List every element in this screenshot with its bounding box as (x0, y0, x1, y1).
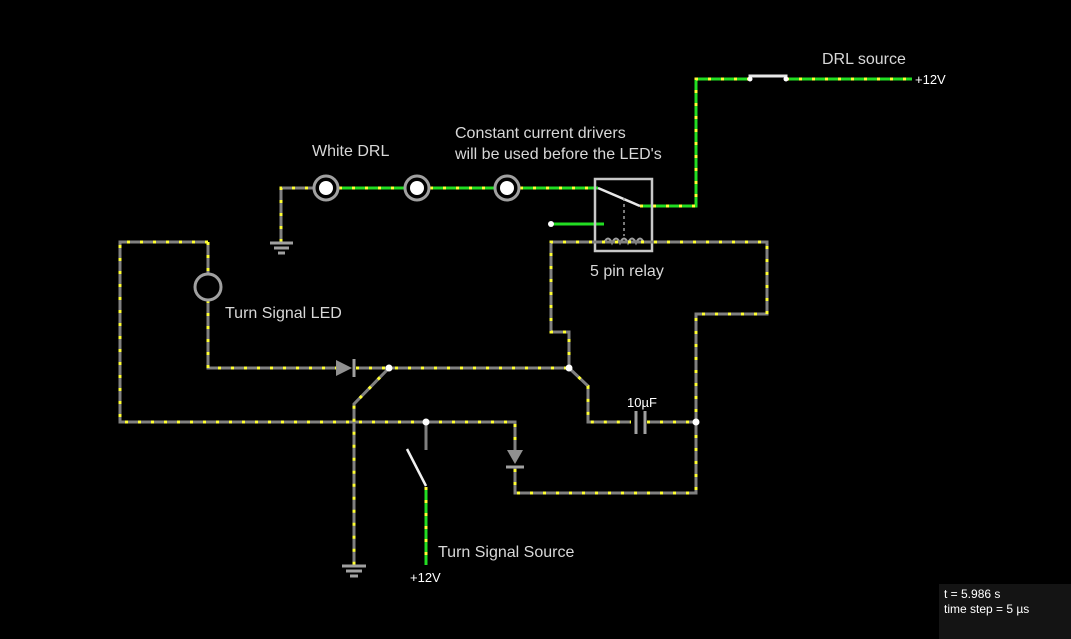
label-white-drl: White DRL (312, 143, 389, 160)
diode-vertical[interactable] (506, 450, 524, 469)
label-drivers-line2: will be used before the LED's (454, 146, 662, 163)
label-relay: 5 pin relay (590, 263, 664, 280)
turn-signal-wires (118, 240, 769, 565)
relay[interactable] (548, 177, 654, 253)
drl-led-1[interactable] (312, 174, 340, 202)
simulation-status-panel: t = 5.986 s time step = 5 µs (939, 584, 1071, 639)
status-time: t = 5.986 s (944, 587, 1001, 601)
diode-horizontal[interactable] (336, 359, 356, 377)
label-turn-led: Turn Signal LED (225, 305, 342, 322)
ground-symbol-bottom (342, 564, 366, 578)
drl-led-2[interactable] (403, 174, 431, 202)
drl-switch[interactable] (747, 74, 789, 82)
label-plus12-bottom: +12V (410, 570, 441, 585)
label-plus12-top: +12V (915, 72, 946, 87)
junction-dots (385, 364, 700, 426)
label-drivers-line1: Constant current drivers (455, 125, 626, 142)
status-time-step: time step = 5 µs (944, 602, 1030, 616)
label-drl-source: DRL source (822, 51, 906, 68)
turn-signal-led[interactable] (193, 272, 223, 302)
label-capacitor: 10µF (627, 395, 657, 410)
label-turn-source: Turn Signal Source (438, 544, 574, 561)
drl-led-3[interactable] (493, 174, 521, 202)
turn-signal-switch[interactable] (405, 448, 428, 487)
ground-symbol-top (270, 241, 293, 255)
capacitor[interactable] (634, 411, 647, 434)
